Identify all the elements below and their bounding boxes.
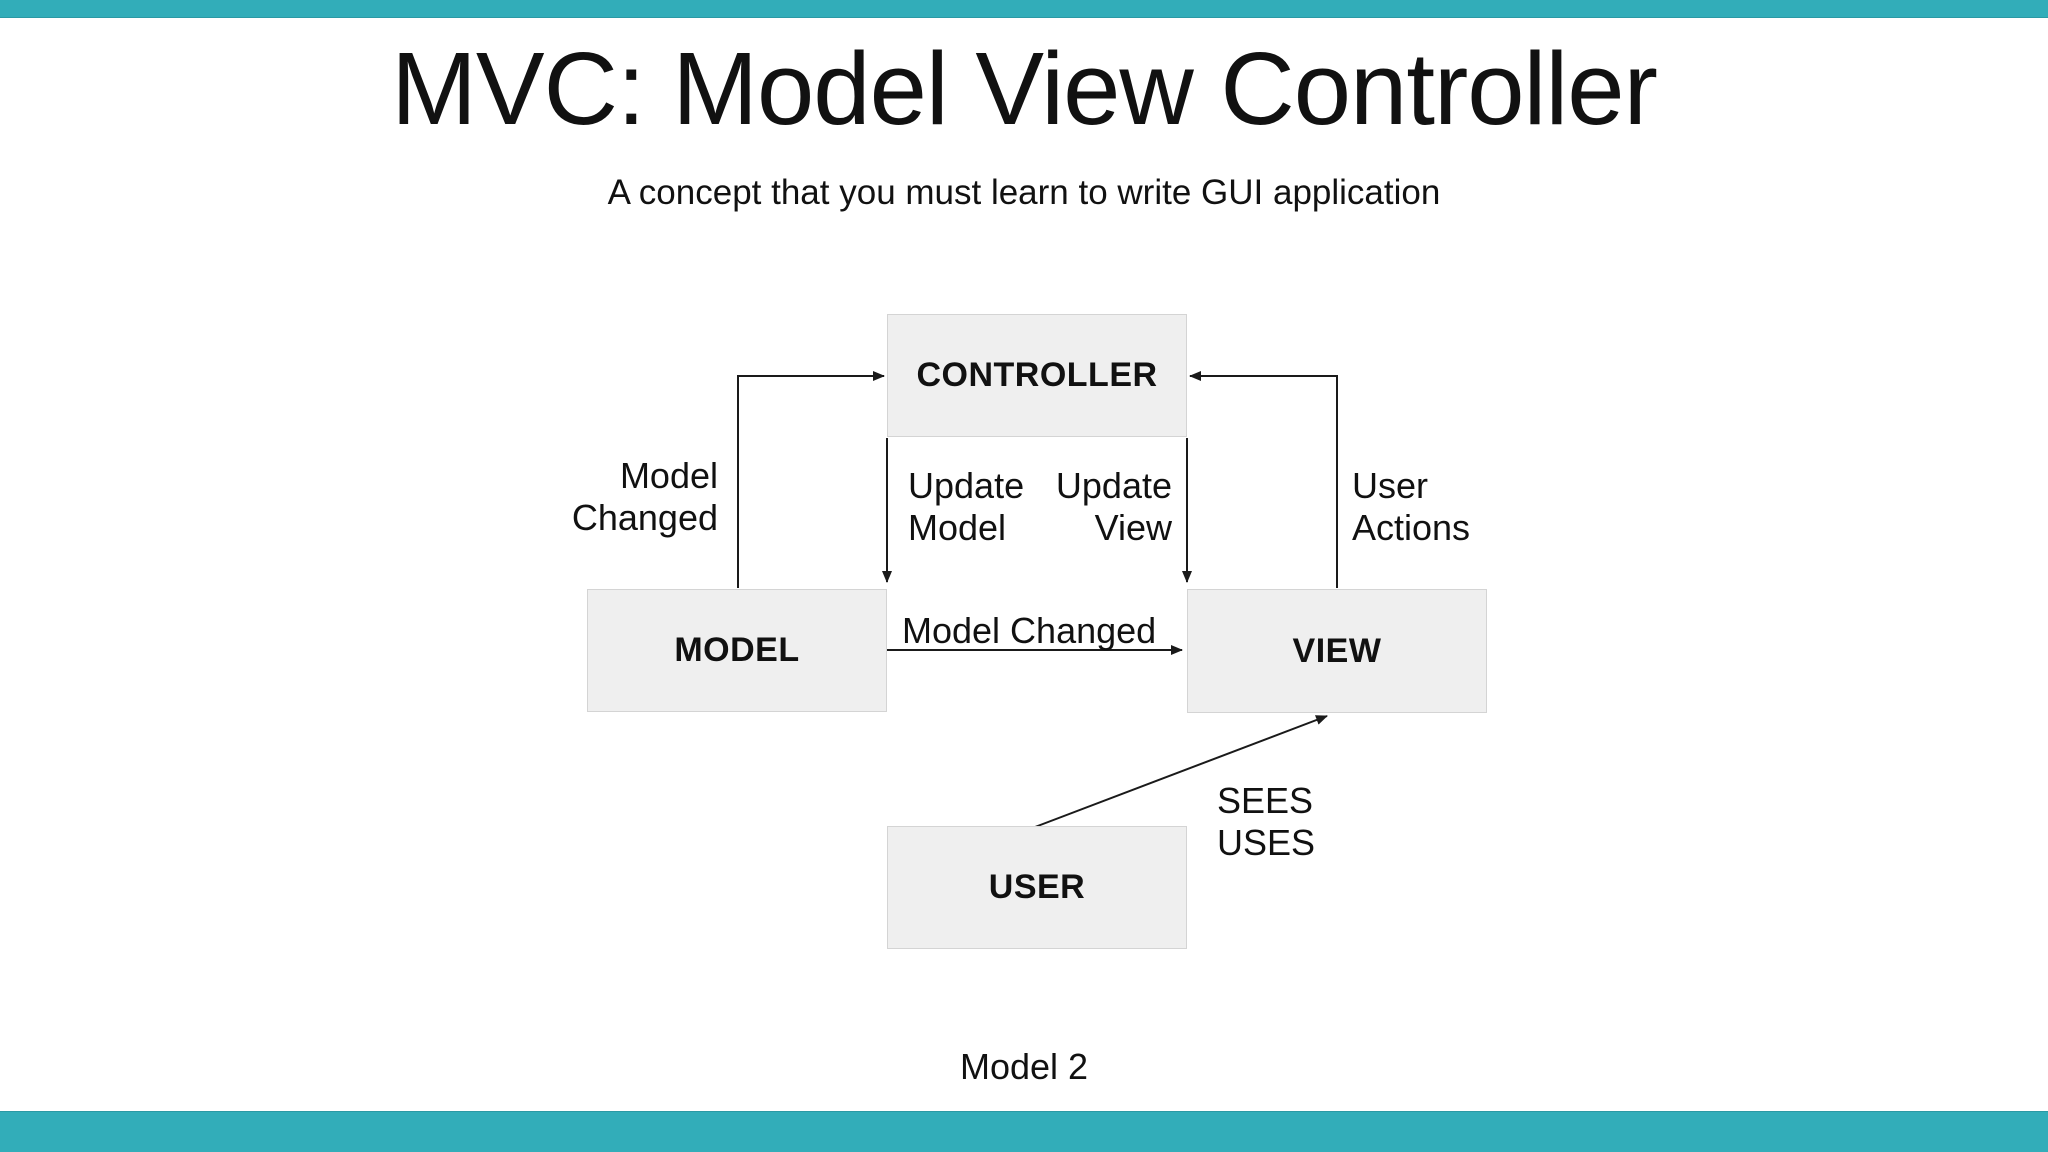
edge-label-user-actions-line1: User (1352, 465, 1429, 506)
slide-subtitle: A concept that you must learn to write G… (607, 173, 1441, 212)
top-accent-bar (0, 0, 2048, 18)
slide-caption: Model 2 (959, 1046, 1089, 1087)
view-node: VIEW (1187, 589, 1487, 713)
controller-node: CONTROLLER (887, 314, 1187, 437)
edge-label-update-model-line1: Update (908, 465, 1025, 506)
edge-label-update-model-line2: Model (908, 507, 1007, 548)
arrow-view-to-controller (1189, 371, 1338, 588)
model-node: MODEL (587, 589, 887, 712)
edge-label-uses-line: USES (1217, 822, 1316, 863)
edge-label-model-changed-line2: Changed (571, 497, 718, 538)
user-node-label: USER (988, 868, 1086, 906)
edge-label-model-changed-line1: Model (619, 455, 718, 496)
edge-label-update-view-line1: Update (1055, 465, 1172, 506)
bottom-accent-bar (0, 1111, 2048, 1152)
edge-label-model-changed: Model Changed (518, 455, 718, 539)
edge-label-user-actions: User Actions (1352, 465, 1572, 549)
user-node: USER (887, 826, 1187, 949)
edge-label-update-view-line2: View (1094, 507, 1172, 548)
arrow-model-to-controller (737, 371, 885, 588)
controller-node-label: CONTROLLER (916, 356, 1158, 394)
edge-label-sees-uses: SEES USES (1217, 780, 1437, 864)
edge-label-model-changed-across: Model Changed (902, 610, 1157, 651)
model-node-label: MODEL (674, 631, 800, 669)
edge-label-update-model: Update Model (908, 465, 1108, 549)
view-node-label: VIEW (1292, 631, 1382, 670)
edge-label-update-view: Update View (1022, 465, 1172, 549)
edge-label-user-actions-line2: Actions (1352, 507, 1471, 548)
slide-title: MVC: Model View Controller (391, 31, 1658, 146)
edge-label-sees-line: SEES (1217, 780, 1314, 821)
